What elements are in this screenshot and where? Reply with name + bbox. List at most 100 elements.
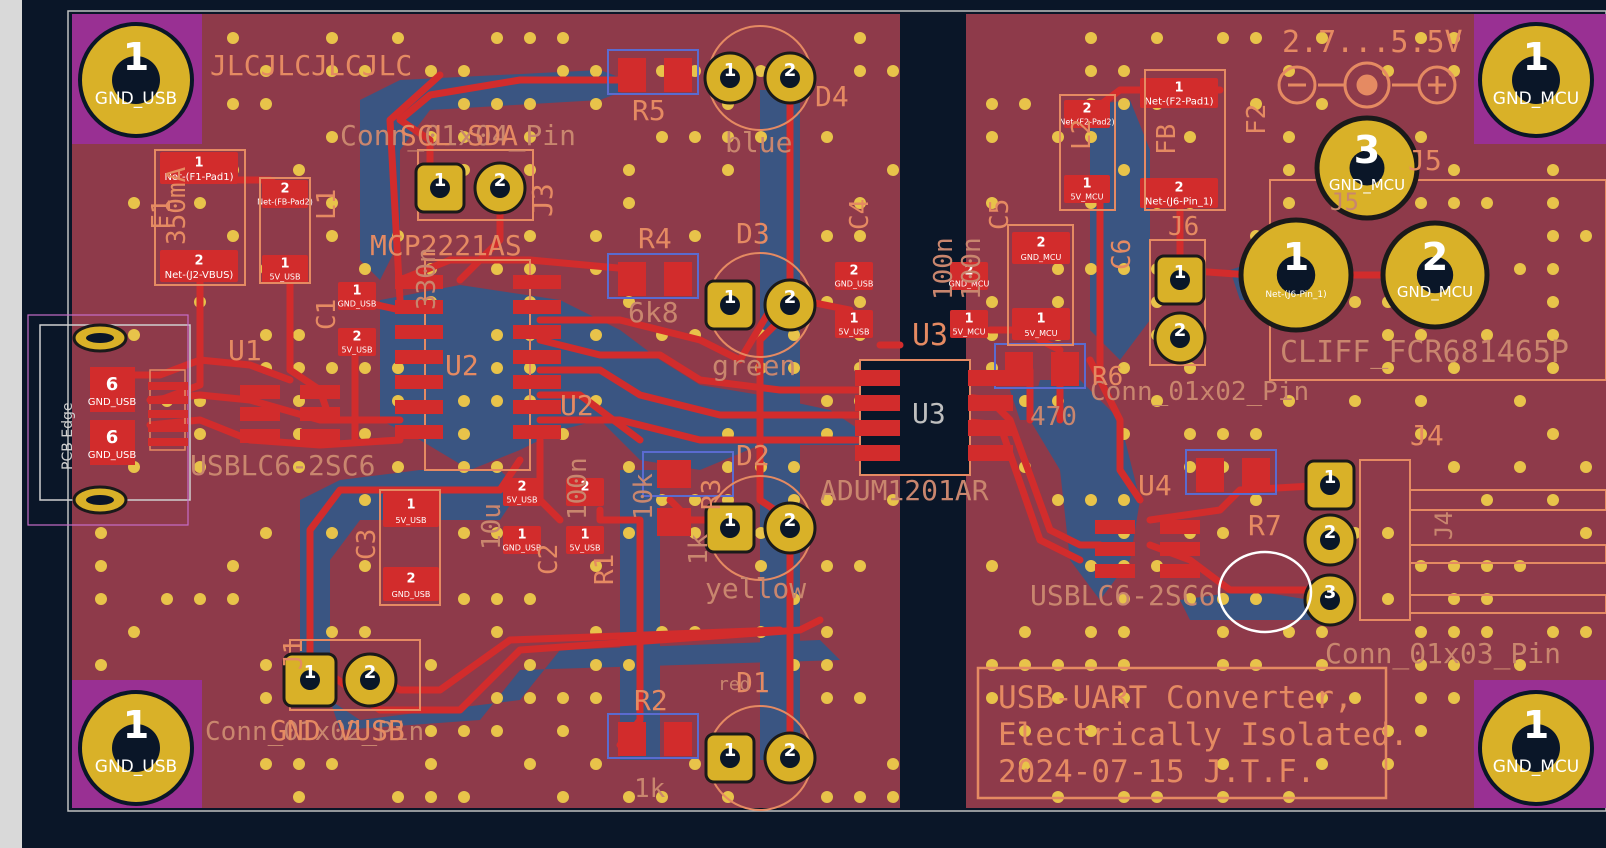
smd-pad-c3_1: 15V_USB [383,493,439,527]
pad-number: 2 [1422,235,1448,279]
selection-highlight [1217,550,1313,634]
label-c5: C5 [985,199,1015,230]
via [590,329,602,341]
label-j3: J3 [526,183,559,217]
via [491,32,503,44]
th-pad-j3b: 2 [473,161,527,215]
mount-net-label: GND_MCU [1493,757,1579,777]
via [1151,32,1163,44]
usb-pin [148,382,188,390]
via [1019,98,1031,110]
via [788,329,800,341]
via [1085,65,1097,77]
via [623,527,635,539]
u1-pin [240,429,280,443]
u2-pin [513,400,561,414]
resistor-pads [607,713,699,759]
pad-number: 1 [724,60,737,81]
via [491,527,503,539]
pad-net: GND_MCU [1397,283,1473,302]
label-j5: J5 [1408,144,1442,177]
u2-pin [513,325,561,339]
via [557,791,569,803]
label-u2: U2 [560,389,594,422]
via [392,362,404,374]
via [1481,560,1493,572]
mount-hole-br[interactable]: 1 GND_MCU [1474,680,1606,808]
pad-number: 1 [280,257,289,272]
via [1316,32,1328,44]
via [821,560,833,572]
via [1118,164,1130,176]
mount-hole-tr[interactable]: 1 GND_MCU [1474,14,1606,144]
u3-pin [968,445,1013,461]
via [1547,494,1559,506]
label-d4: D4 [815,80,849,113]
silkscreen-labels: JLCJLCJLCJLC Conn_01x04_Pin SCL SDA J3 M… [147,25,1569,804]
pad-number: 2 [1324,522,1337,543]
u4-pin [1095,564,1135,578]
u3-pin [855,445,900,461]
via [260,659,272,671]
via [1118,692,1130,704]
via [425,758,437,770]
via [359,428,371,440]
via [194,197,206,209]
via [986,560,998,572]
mount-hole-bl[interactable]: 1 GND_USB [72,680,202,808]
polarity-symbol [1277,61,1457,109]
pad-net: GND_USB [392,590,431,599]
via [1118,593,1130,605]
usb-pin [148,410,188,418]
pad-number: 3 [1324,582,1337,603]
via [1349,692,1361,704]
via [359,626,371,638]
u1-pin [300,429,340,443]
pad-net: GND_MCU [1021,253,1062,262]
via [986,131,998,143]
via [425,659,437,671]
via [293,329,305,341]
via [1415,692,1427,704]
u1-pin [240,407,280,421]
via [1316,626,1328,638]
label-r3-value: 1k [684,533,714,565]
via [392,32,404,44]
label-d2: D2 [736,439,770,472]
label-c3: C3 [352,529,382,560]
u2-pin [513,425,561,439]
pad-net: GND_MCU [1329,176,1405,195]
via [722,791,734,803]
via [359,362,371,374]
resistor-pads [642,451,734,536]
pad-number: 1 [724,510,737,531]
pad-net: GND_USB [338,300,377,309]
ic-u2[interactable] [395,259,561,471]
ic-u4[interactable] [1095,520,1200,578]
via [326,131,338,143]
ic-u1[interactable] [240,385,340,443]
mount-hole-tl[interactable]: 1 GND_USB [72,14,202,144]
via [194,593,206,605]
usb-connector[interactable]: 6 GND_USB 6 GND_USB PCB Edge [60,323,188,515]
via [260,758,272,770]
via [1448,692,1460,704]
label-j4-value: Conn_01x03_Pin [1325,637,1561,671]
smd-pad-l2_1: 15V_MCU [1064,175,1110,203]
via [722,164,734,176]
via [1514,461,1526,473]
via [359,65,371,77]
via [1019,725,1031,737]
u3-pin [855,395,900,411]
pad-net: 5V_USB [342,346,373,355]
ic-u3[interactable] [855,359,1013,476]
via [854,692,866,704]
